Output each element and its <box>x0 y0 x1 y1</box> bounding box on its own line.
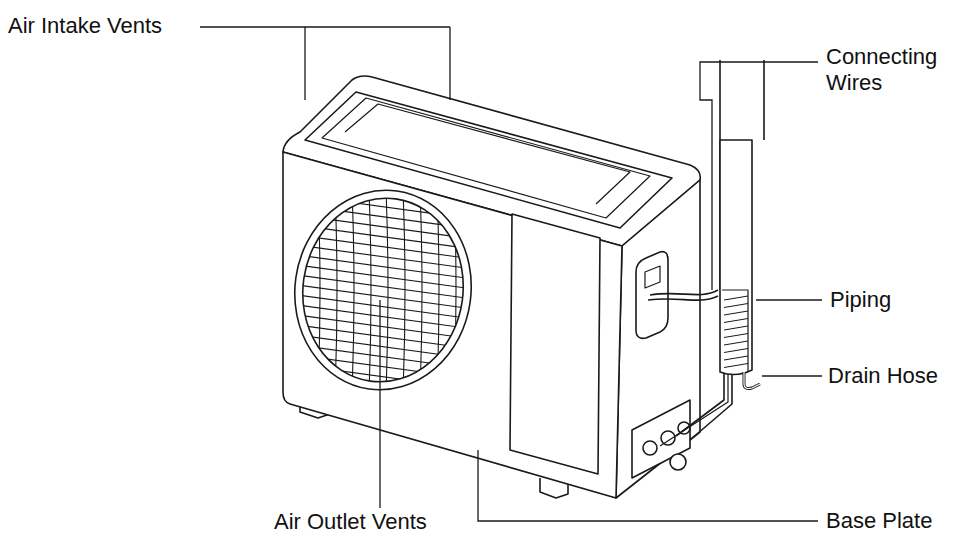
piping <box>720 140 752 375</box>
piping-upper <box>763 60 765 140</box>
side-face <box>616 180 700 498</box>
leader-lines <box>200 27 822 521</box>
part-label: Air Intake Vents <box>8 13 162 39</box>
leader-line <box>200 27 450 100</box>
leader-line <box>756 299 822 300</box>
piping-bundle <box>648 60 764 446</box>
intake-vent-strip <box>345 104 630 204</box>
pipe-tube <box>690 372 732 440</box>
part-label: Base Plate <box>826 508 932 534</box>
service-valve-panel <box>632 400 690 478</box>
front-panel <box>510 214 600 474</box>
service-valve <box>643 441 657 455</box>
grill-bars <box>290 184 480 400</box>
connecting-wire <box>650 290 718 295</box>
drain-hose <box>744 372 760 389</box>
part-label: Connecting Wires <box>826 44 956 96</box>
part-label: Air Outlet Vents <box>274 509 427 535</box>
pipe-tube <box>676 370 724 436</box>
pipe-wrap <box>724 296 748 368</box>
fan-grill <box>291 188 475 392</box>
fan-grill-rim <box>282 179 484 402</box>
connecting-wire <box>648 296 718 300</box>
leader-line <box>762 375 822 376</box>
part-label: Drain Hose <box>828 363 938 389</box>
front-face <box>283 152 622 498</box>
leader-line <box>379 300 380 508</box>
unit-housing <box>282 76 700 498</box>
leader-line <box>478 450 818 521</box>
leader-line <box>700 62 818 290</box>
service-valve <box>670 454 686 470</box>
part-label: Piping <box>830 287 891 313</box>
